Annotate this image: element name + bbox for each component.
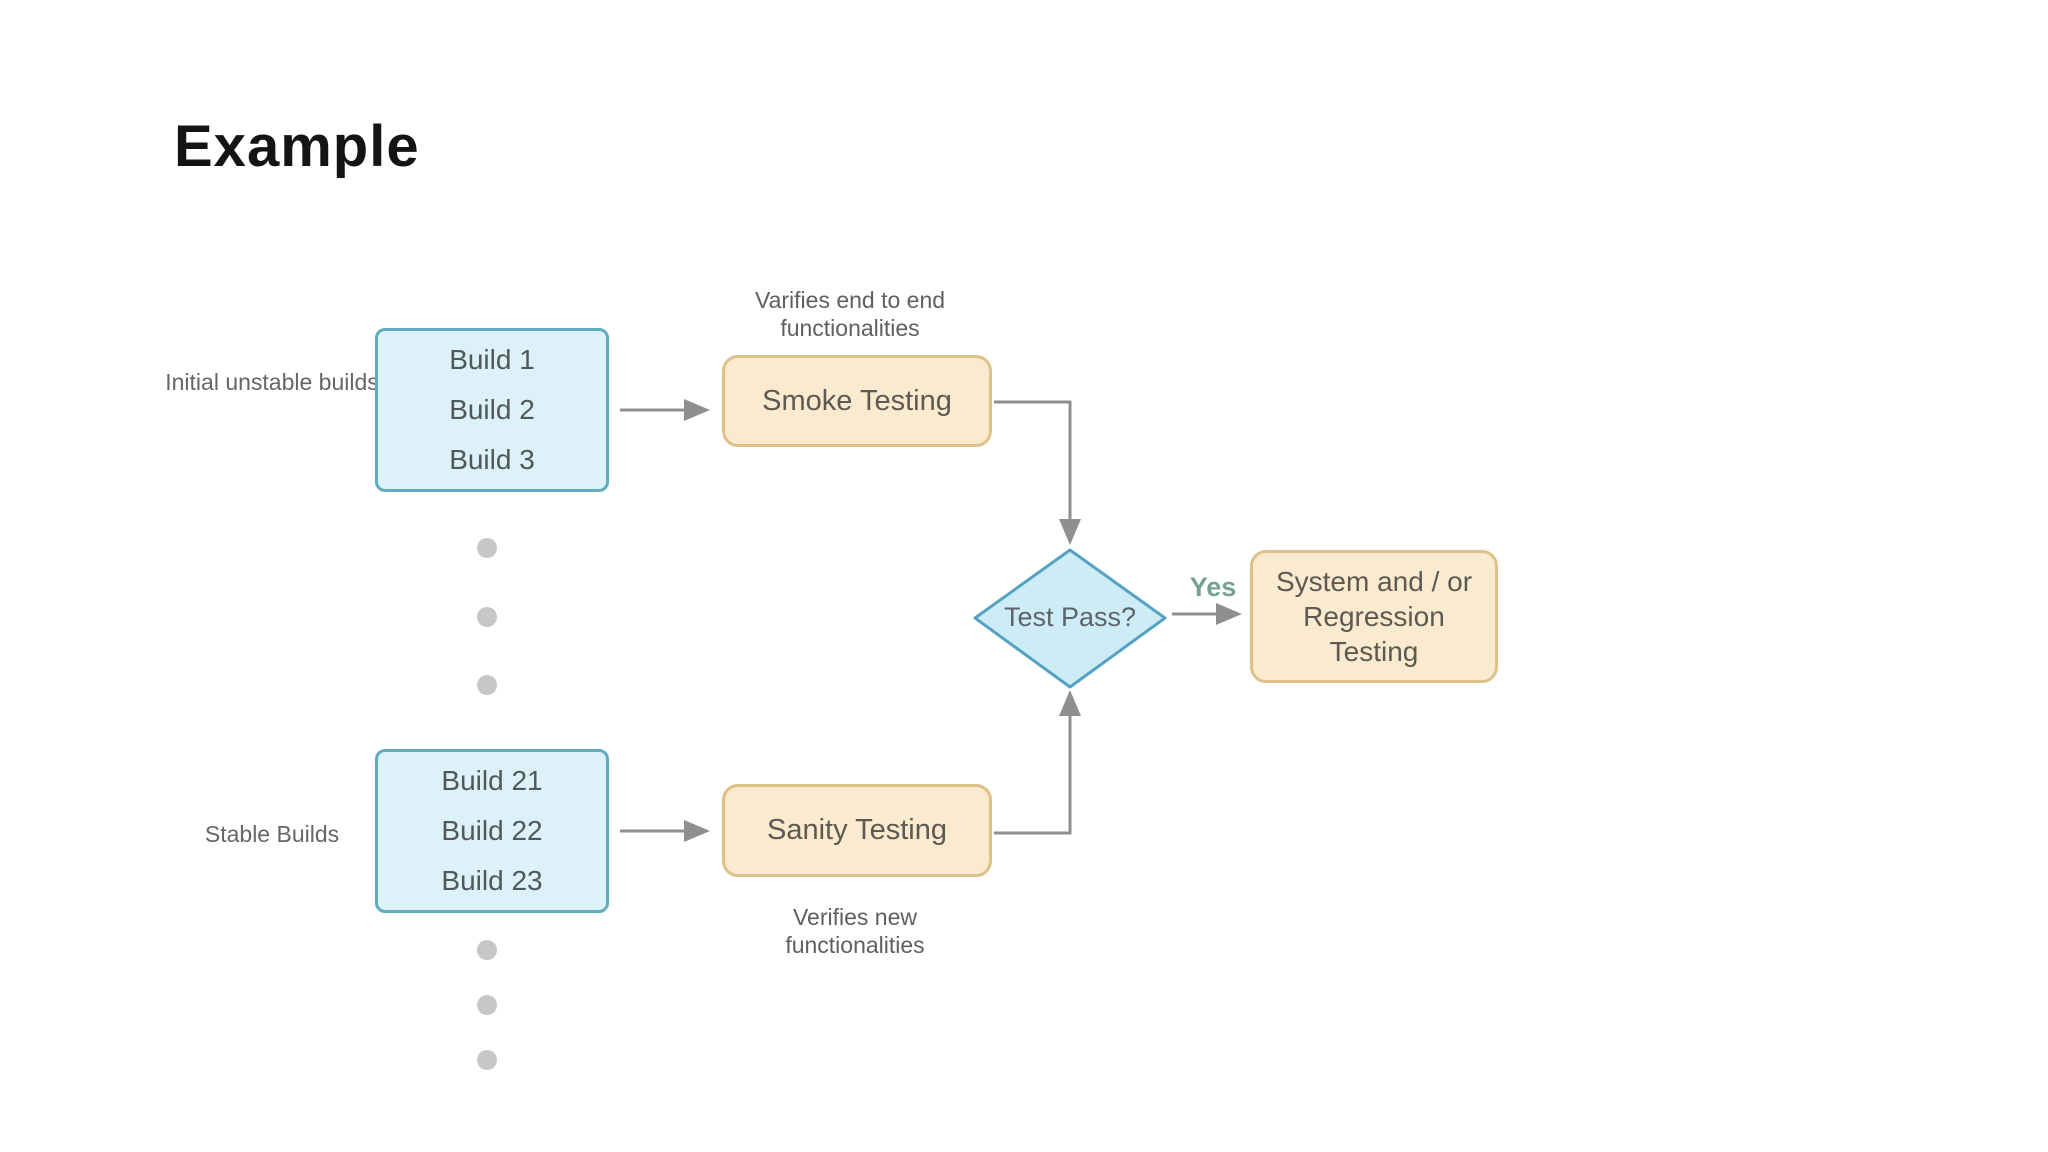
ellipsis-dots-top	[477, 538, 497, 695]
build-line: Build 3	[449, 444, 535, 475]
dot	[477, 675, 497, 695]
dot	[477, 538, 497, 558]
caption-smoke-testing: Varifies end to end functionalities	[754, 287, 946, 341]
node-line: System and / or	[1275, 566, 1473, 597]
decision-diamond	[973, 548, 1167, 689]
dot	[477, 607, 497, 627]
build-line: Build 1	[449, 344, 535, 375]
label-initial-unstable-builds: Initial unstable builds	[165, 369, 379, 395]
build-line: Build 2	[449, 394, 535, 425]
node-line: Regression	[1303, 601, 1445, 632]
node-label: Sanity Testing	[766, 814, 948, 846]
arrow-smoke-to-decision	[994, 400, 1081, 545]
node-label: Smoke Testing	[762, 384, 952, 417]
page-title: Example	[174, 114, 420, 179]
node-sanity-testing: Sanity Testing	[722, 784, 992, 877]
yes-branch-label: Yes	[1189, 572, 1237, 602]
node-builds-bottom: Build 21 Build 22 Build 23	[375, 749, 609, 913]
caption-sanity-testing: Verifies new functionalities	[785, 904, 925, 958]
node-system-regression-testing: System and / or Regression Testing	[1250, 550, 1498, 683]
build-line: Build 23	[441, 865, 543, 896]
node-smoke-testing: Smoke Testing	[722, 355, 992, 447]
decision-label: Test Pass?	[1003, 602, 1137, 632]
build-line: Build 21	[441, 765, 543, 796]
node-builds-top: Build 1 Build 2 Build 3	[375, 328, 609, 492]
dot	[477, 995, 497, 1015]
build-line: Build 22	[441, 815, 543, 846]
dot	[477, 1050, 497, 1070]
label-stable-builds: Stable Builds	[204, 821, 340, 847]
node-line: Testing	[1329, 636, 1419, 667]
ellipsis-dots-bottom	[477, 940, 497, 1070]
dot	[477, 940, 497, 960]
arrow-sanity-to-decision	[994, 690, 1081, 835]
